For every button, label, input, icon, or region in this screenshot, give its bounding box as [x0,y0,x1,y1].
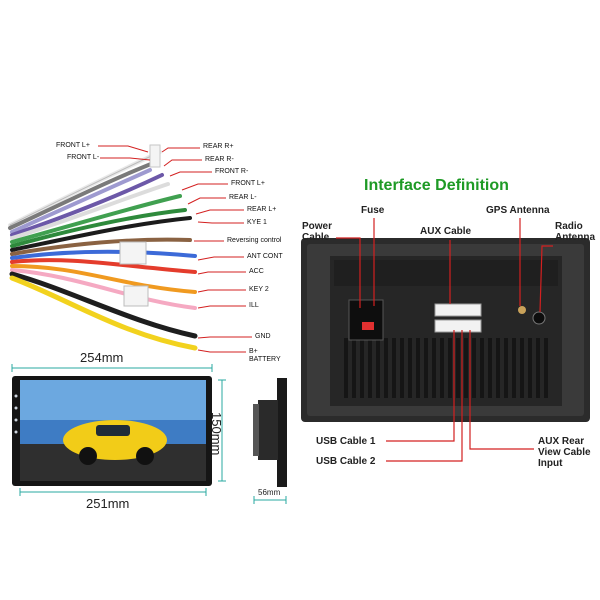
wire-label-reversing-control: Reversing control [227,237,282,244]
aux-cable-label: AUX Cable [420,226,472,237]
wire-bundle [8,150,198,351]
wire-label-rear-r-minus: REAR R- [205,156,234,163]
dimension-top-width: 254mm [80,350,124,365]
gps-antenna-label: GPS Antenna [486,205,550,216]
wire-label-front-l-minus: FRONT L- [67,154,100,161]
interface-callout-lines [336,218,553,462]
aux-connector [434,303,482,317]
usb-cable-1-label: USB Cable 1 [316,436,376,447]
wire-label-ant-cont: ANT CONT [247,253,283,260]
interface-definition-title: Interface Definition [364,177,509,194]
wire-label-key-2: KEY 2 [249,286,269,293]
head-unit-front-view [12,376,212,486]
harness-connector-bottom [123,285,149,307]
fuse-label: Fuse [361,205,385,216]
usb-cable-2-label: USB Cable 2 [316,456,376,467]
aux-rear-view-label: AUX Rear View Cable Input [538,436,591,469]
wire-label-rear-l-plus: REAR L+ [247,206,277,213]
wire-label-front-l-plus: FRONT L+ [56,142,90,149]
wire-label-rear-r-plus: REAR R+ [203,143,234,150]
harness-connector-top [119,241,147,265]
dimension-lines [11,364,287,504]
wire-label-front-l-plus-2: FRONT L+ [231,180,265,187]
wire-label-ill: ILL [249,302,259,309]
power-connector [348,299,384,341]
dimension-height: 150mm [209,412,224,456]
wire-label-rear-l-minus: REAR L- [229,194,257,201]
gps-antenna-port [518,306,526,314]
dimension-bottom-width: 251mm [86,496,130,511]
wire-label-kye-1: KYE 1 [247,219,267,226]
dimension-depth: 56mm [258,488,281,497]
radio-antenna-label: Radio Antenna [555,221,595,243]
wire-label-b-plus-battery: B+ BATTERY [249,348,281,363]
wire-leader-lines [98,145,252,353]
wire-label-acc: ACC [249,268,264,275]
speaker-connector [149,144,161,168]
usb-connector [434,319,482,333]
head-unit-side-view [253,378,287,487]
fuse-block [362,322,374,330]
wire-label-front-r-minus: FRONT R- [215,168,249,175]
power-cable-label: Power Cable [302,221,333,243]
wire-label-gnd: GND [255,333,271,340]
back-panel [301,238,590,422]
radio-antenna-port [532,311,546,325]
